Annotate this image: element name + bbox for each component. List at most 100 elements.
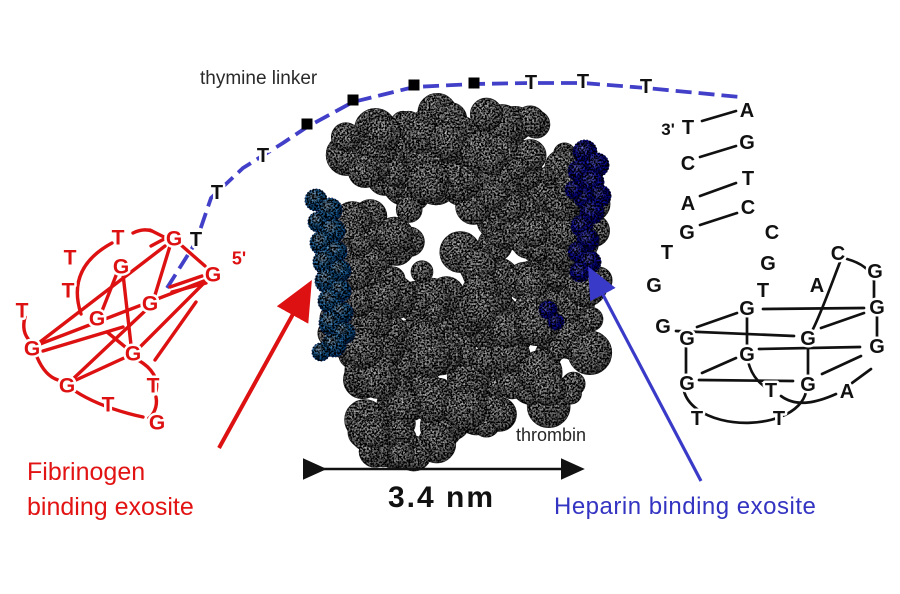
heparin-exosite-sphere: [564, 180, 584, 200]
linker-thymine-letter: T: [577, 71, 589, 93]
nucleotide-letter: G: [869, 336, 885, 358]
nucleotide-letter: A: [681, 193, 695, 215]
nucleotide-letter: G: [646, 275, 662, 297]
protein-sphere: [463, 287, 504, 328]
fibrinogen-exosite-arrow: [217, 279, 312, 449]
nucleotide-letter: G: [760, 253, 776, 275]
nucleotide-letter: G: [89, 308, 105, 331]
nucleotide-letter: T: [682, 117, 694, 139]
protein-sphere: [546, 339, 568, 361]
protein-sphere: [419, 176, 446, 203]
linker-thymine-letter: T: [640, 76, 652, 98]
protein-sphere: [487, 401, 516, 430]
thymine-linker-label: thymine linker: [200, 68, 318, 89]
protein-sphere: [358, 417, 390, 449]
nucleotide-letter: T: [691, 408, 703, 430]
heparin-exosite-sphere: [538, 300, 558, 320]
protein-sphere: [387, 389, 422, 424]
protein-sphere: [365, 115, 402, 151]
linker-thymine-letter: T: [211, 182, 223, 204]
nucleotide-letter: C: [681, 153, 695, 175]
nucleotide-letter: G: [149, 412, 165, 435]
scale-value-label: 3.4 nm: [388, 481, 496, 514]
linker-square-markers: [301, 77, 480, 130]
linker-thymine-letter: T: [525, 72, 537, 94]
protein-sphere: [530, 370, 566, 406]
nucleotide-letter: T: [757, 280, 769, 302]
linker-square-marker: [301, 118, 313, 130]
nucleotide-letter: G: [142, 293, 158, 316]
fibrinogen-exosite-spheres: [304, 188, 356, 362]
fibrinogen-label-line2: binding exosite: [27, 492, 194, 521]
thrombin-label: thrombin: [516, 425, 587, 445]
protein-sphere: [469, 97, 503, 131]
heparin-exosite-sphere: [547, 313, 565, 331]
black-aptamer-strands: [674, 109, 879, 425]
nucleotide-letter: G: [679, 373, 695, 395]
five-prime-label: 5': [232, 248, 246, 268]
protein-sphere: [375, 216, 414, 255]
fibrinogen-binding-exosite-label: Fibrinogen binding exosite: [27, 455, 194, 524]
nucleotide-letter: G: [113, 256, 129, 279]
nucleotide-letter: G: [59, 375, 75, 398]
thrombin-protein-spheres: [317, 92, 613, 472]
nucleotide-letter: A: [810, 275, 824, 297]
nucleotide-letter: G: [739, 344, 755, 366]
protein-sphere: [506, 157, 529, 180]
nucleotide-letter: T: [112, 227, 125, 250]
nucleotide-letter: G: [125, 343, 141, 366]
protein-sphere: [424, 302, 447, 325]
linker-thymine-letter: T: [257, 145, 269, 167]
protein-sphere: [408, 336, 451, 379]
red-aptamer-strands: [22, 228, 208, 420]
protein-sphere: [330, 122, 361, 152]
nucleotide-letter: C: [765, 222, 779, 244]
nucleotide-letter: A: [740, 100, 754, 122]
protein-sphere: [348, 230, 374, 256]
fibrinogen-exosite-sphere: [311, 342, 331, 362]
nucleotide-letter: T: [62, 280, 75, 303]
nucleotide-letter: G: [655, 316, 671, 338]
nucleotide-letter: G: [739, 132, 755, 154]
nucleotide-letter: G: [739, 298, 755, 320]
nucleotide-letter: G: [679, 328, 695, 350]
nucleotide-letter: T: [773, 408, 785, 430]
protein-sphere: [567, 330, 613, 375]
protein-sphere: [367, 280, 402, 315]
linker-square-marker: [408, 79, 420, 91]
nucleotide-letter: G: [166, 228, 182, 251]
nucleotide-letter: T: [661, 242, 673, 264]
linker-thymine-letters: T T T T T T: [187, 69, 654, 254]
nucleotide-letter: T: [147, 375, 160, 398]
thymine-linker-path: [165, 81, 741, 290]
nucleotide-letter: G: [24, 338, 40, 361]
protein-sphere: [478, 179, 509, 211]
nucleotide-letter: T: [16, 300, 29, 323]
linker-square-marker: [347, 94, 359, 106]
protein-sphere: [518, 216, 550, 248]
nucleotide-letter: C: [831, 243, 845, 265]
heparin-exosite-arrow: [588, 266, 703, 482]
nucleotide-letter: G: [679, 222, 695, 244]
protein-sphere: [410, 260, 434, 284]
heparin-exosite-sphere: [569, 261, 591, 283]
nucleotide-letter: T: [102, 394, 115, 417]
protein-sphere: [443, 386, 488, 431]
fibrinogen-label-line1: Fibrinogen: [27, 458, 146, 486]
nucleotide-letter: G: [800, 328, 816, 350]
linker-square-marker: [468, 77, 480, 89]
nucleotide-letter: G: [867, 261, 883, 283]
nucleotide-letter: T: [64, 247, 77, 270]
nucleotide-letter: T: [742, 168, 754, 190]
nucleotide-letter: G: [869, 297, 885, 319]
protein-sphere: [395, 196, 423, 223]
protein-sphere: [347, 154, 382, 188]
nucleotide-letter: A: [840, 381, 854, 403]
nucleotide-letter: T: [765, 380, 777, 402]
linker-thymine-letter: T: [190, 229, 202, 251]
nucleotide-letter: G: [800, 374, 816, 396]
nucleotide-letter: G: [205, 264, 221, 287]
